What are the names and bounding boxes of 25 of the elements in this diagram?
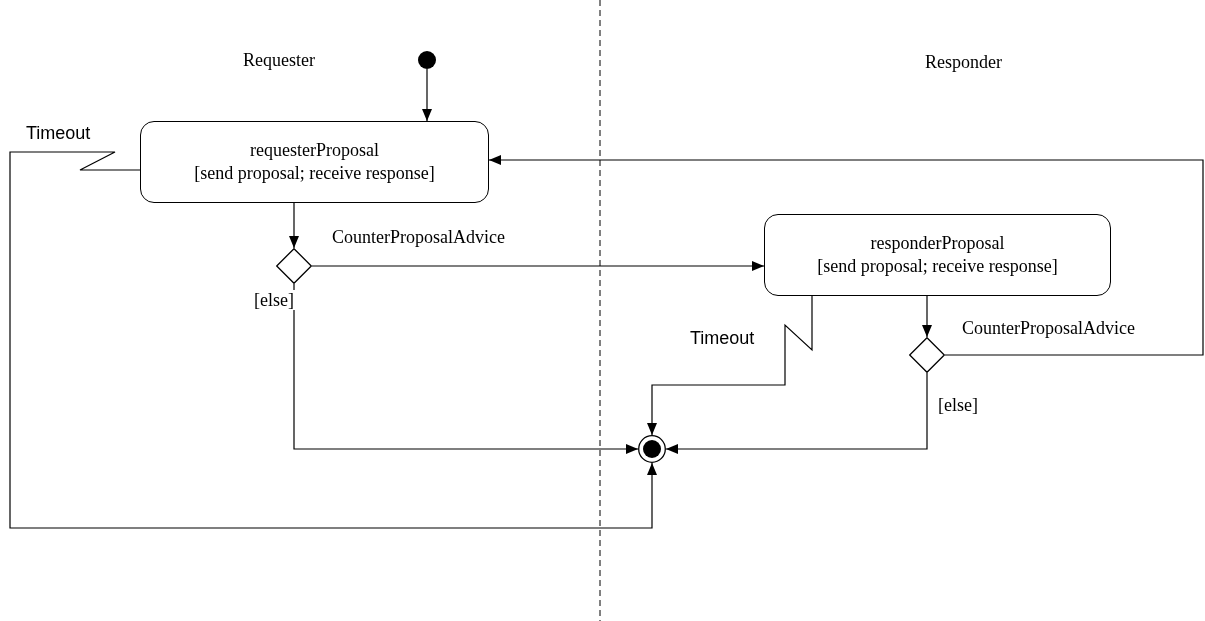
activity-actions: [send proposal; receive response]: [817, 255, 1058, 278]
decision-diamond: [276, 248, 312, 284]
arrow: [665, 372, 928, 454]
arrow: [293, 283, 639, 454]
activity-actions: [send proposal; receive response]: [194, 162, 435, 185]
initial-node: [418, 51, 436, 69]
decision-diamond: [909, 337, 945, 373]
edge-label: [else]: [936, 395, 980, 415]
activity-name: responderProposal: [870, 232, 1005, 255]
final-node: [638, 435, 666, 463]
arrow: [311, 261, 765, 271]
activity-box: [764, 214, 1111, 296]
timeout-arrow: [9, 151, 657, 529]
swimlane-title: Requester: [243, 50, 315, 71]
activity-box: [140, 121, 489, 203]
edge-label: CounterProposalAdvice: [960, 318, 1137, 338]
activity-name: requesterProposal: [250, 139, 379, 162]
arrow: [289, 202, 299, 249]
swimlane-title: Responder: [925, 52, 1002, 73]
arrow: [922, 295, 932, 338]
edge-label: CounterProposalAdvice: [330, 227, 507, 247]
timeout-arrow: [647, 295, 813, 436]
edge-label: [else]: [252, 290, 296, 310]
arrow: [488, 155, 1204, 356]
arrow: [422, 68, 432, 122]
